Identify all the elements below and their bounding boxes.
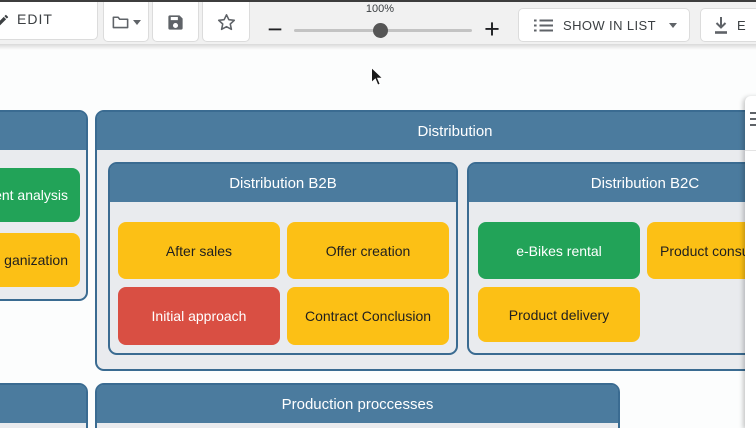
mouse-cursor — [370, 66, 385, 93]
production-panel-title: Production proccesses — [281, 395, 434, 413]
process-box-initial-approach[interactable]: Initial approach — [118, 287, 280, 345]
distribution-b2c-title: Distribution B2C — [590, 174, 700, 192]
process-box-offer-creation[interactable]: Offer creation — [287, 222, 449, 279]
bottom-left-panel-header[interactable] — [0, 385, 86, 423]
process-box-label: ganization — [4, 252, 68, 268]
export-button-label: E — [737, 17, 747, 33]
process-box-label: Product consu — [660, 242, 750, 259]
process-box-product-consultation[interactable]: Product consu — [647, 222, 756, 279]
production-panel[interactable]: Production proccesses — [95, 383, 620, 428]
star-icon — [217, 13, 235, 30]
process-box-product-delivery[interactable]: Product delivery — [478, 287, 640, 342]
zoom-out-button[interactable]: − — [267, 13, 283, 44]
right-side-panel[interactable] — [745, 96, 756, 428]
distribution-b2b-header[interactable]: Distribution B2B — [110, 164, 456, 202]
show-in-list-label: SHOW IN LIST — [563, 17, 656, 33]
process-box-contract-conclusion[interactable]: Contract Conclusion — [287, 287, 449, 345]
window-top-edge — [0, 0, 756, 2]
process-box-ganization[interactable]: ganization — [0, 233, 80, 287]
process-box-label: e-Bikes rental — [516, 242, 602, 259]
folder-icon — [112, 16, 129, 29]
zoom-in-button[interactable]: + — [484, 13, 500, 44]
edit-button-label: EDIT — [17, 11, 53, 27]
process-box-label: After sales — [165, 242, 233, 259]
distribution-b2c-header[interactable]: Distribution B2C — [469, 164, 756, 202]
distribution-b2b-title: Distribution B2B — [229, 174, 337, 192]
process-box-ent-analysis[interactable]: ent analysis — [0, 168, 80, 222]
distribution-panel-header[interactable]: Distribution — [97, 112, 756, 150]
edit-button[interactable]: EDIT — [0, 0, 98, 40]
toolbar: EDIT − 100% + SHOW IN LIST E — [0, 0, 756, 50]
save-icon — [168, 14, 183, 30]
process-box-label: Contract Conclusion — [304, 308, 432, 324]
process-box-label: ent analysis — [0, 187, 68, 203]
process-box-label: Product delivery — [508, 306, 610, 323]
process-box-after-sales[interactable]: After sales — [118, 222, 280, 279]
open-folder-button[interactable] — [103, 0, 149, 42]
show-in-list-button[interactable]: SHOW IN LIST — [518, 8, 690, 42]
divider — [745, 150, 756, 151]
list-icon — [534, 19, 553, 31]
distribution-panel-title: Distribution — [417, 122, 493, 140]
process-box-ebikes-rental[interactable]: e-Bikes rental — [478, 222, 640, 279]
left-panel-header[interactable] — [0, 112, 86, 150]
process-box-label: Offer creation — [325, 242, 411, 259]
process-box-label: Initial approach — [151, 308, 247, 324]
bottom-left-panel[interactable] — [0, 383, 88, 428]
production-panel-header[interactable]: Production proccesses — [97, 385, 618, 423]
export-button[interactable]: E — [700, 8, 756, 42]
zoom-slider-thumb[interactable] — [373, 23, 388, 38]
favorite-button[interactable] — [202, 0, 250, 42]
chevron-down-icon — [133, 19, 141, 25]
pencil-icon — [0, 14, 9, 25]
save-button[interactable] — [152, 0, 199, 42]
zoom-level-label: 100% — [365, 3, 395, 15]
chevron-down-icon — [668, 22, 677, 28]
download-icon — [715, 16, 727, 34]
